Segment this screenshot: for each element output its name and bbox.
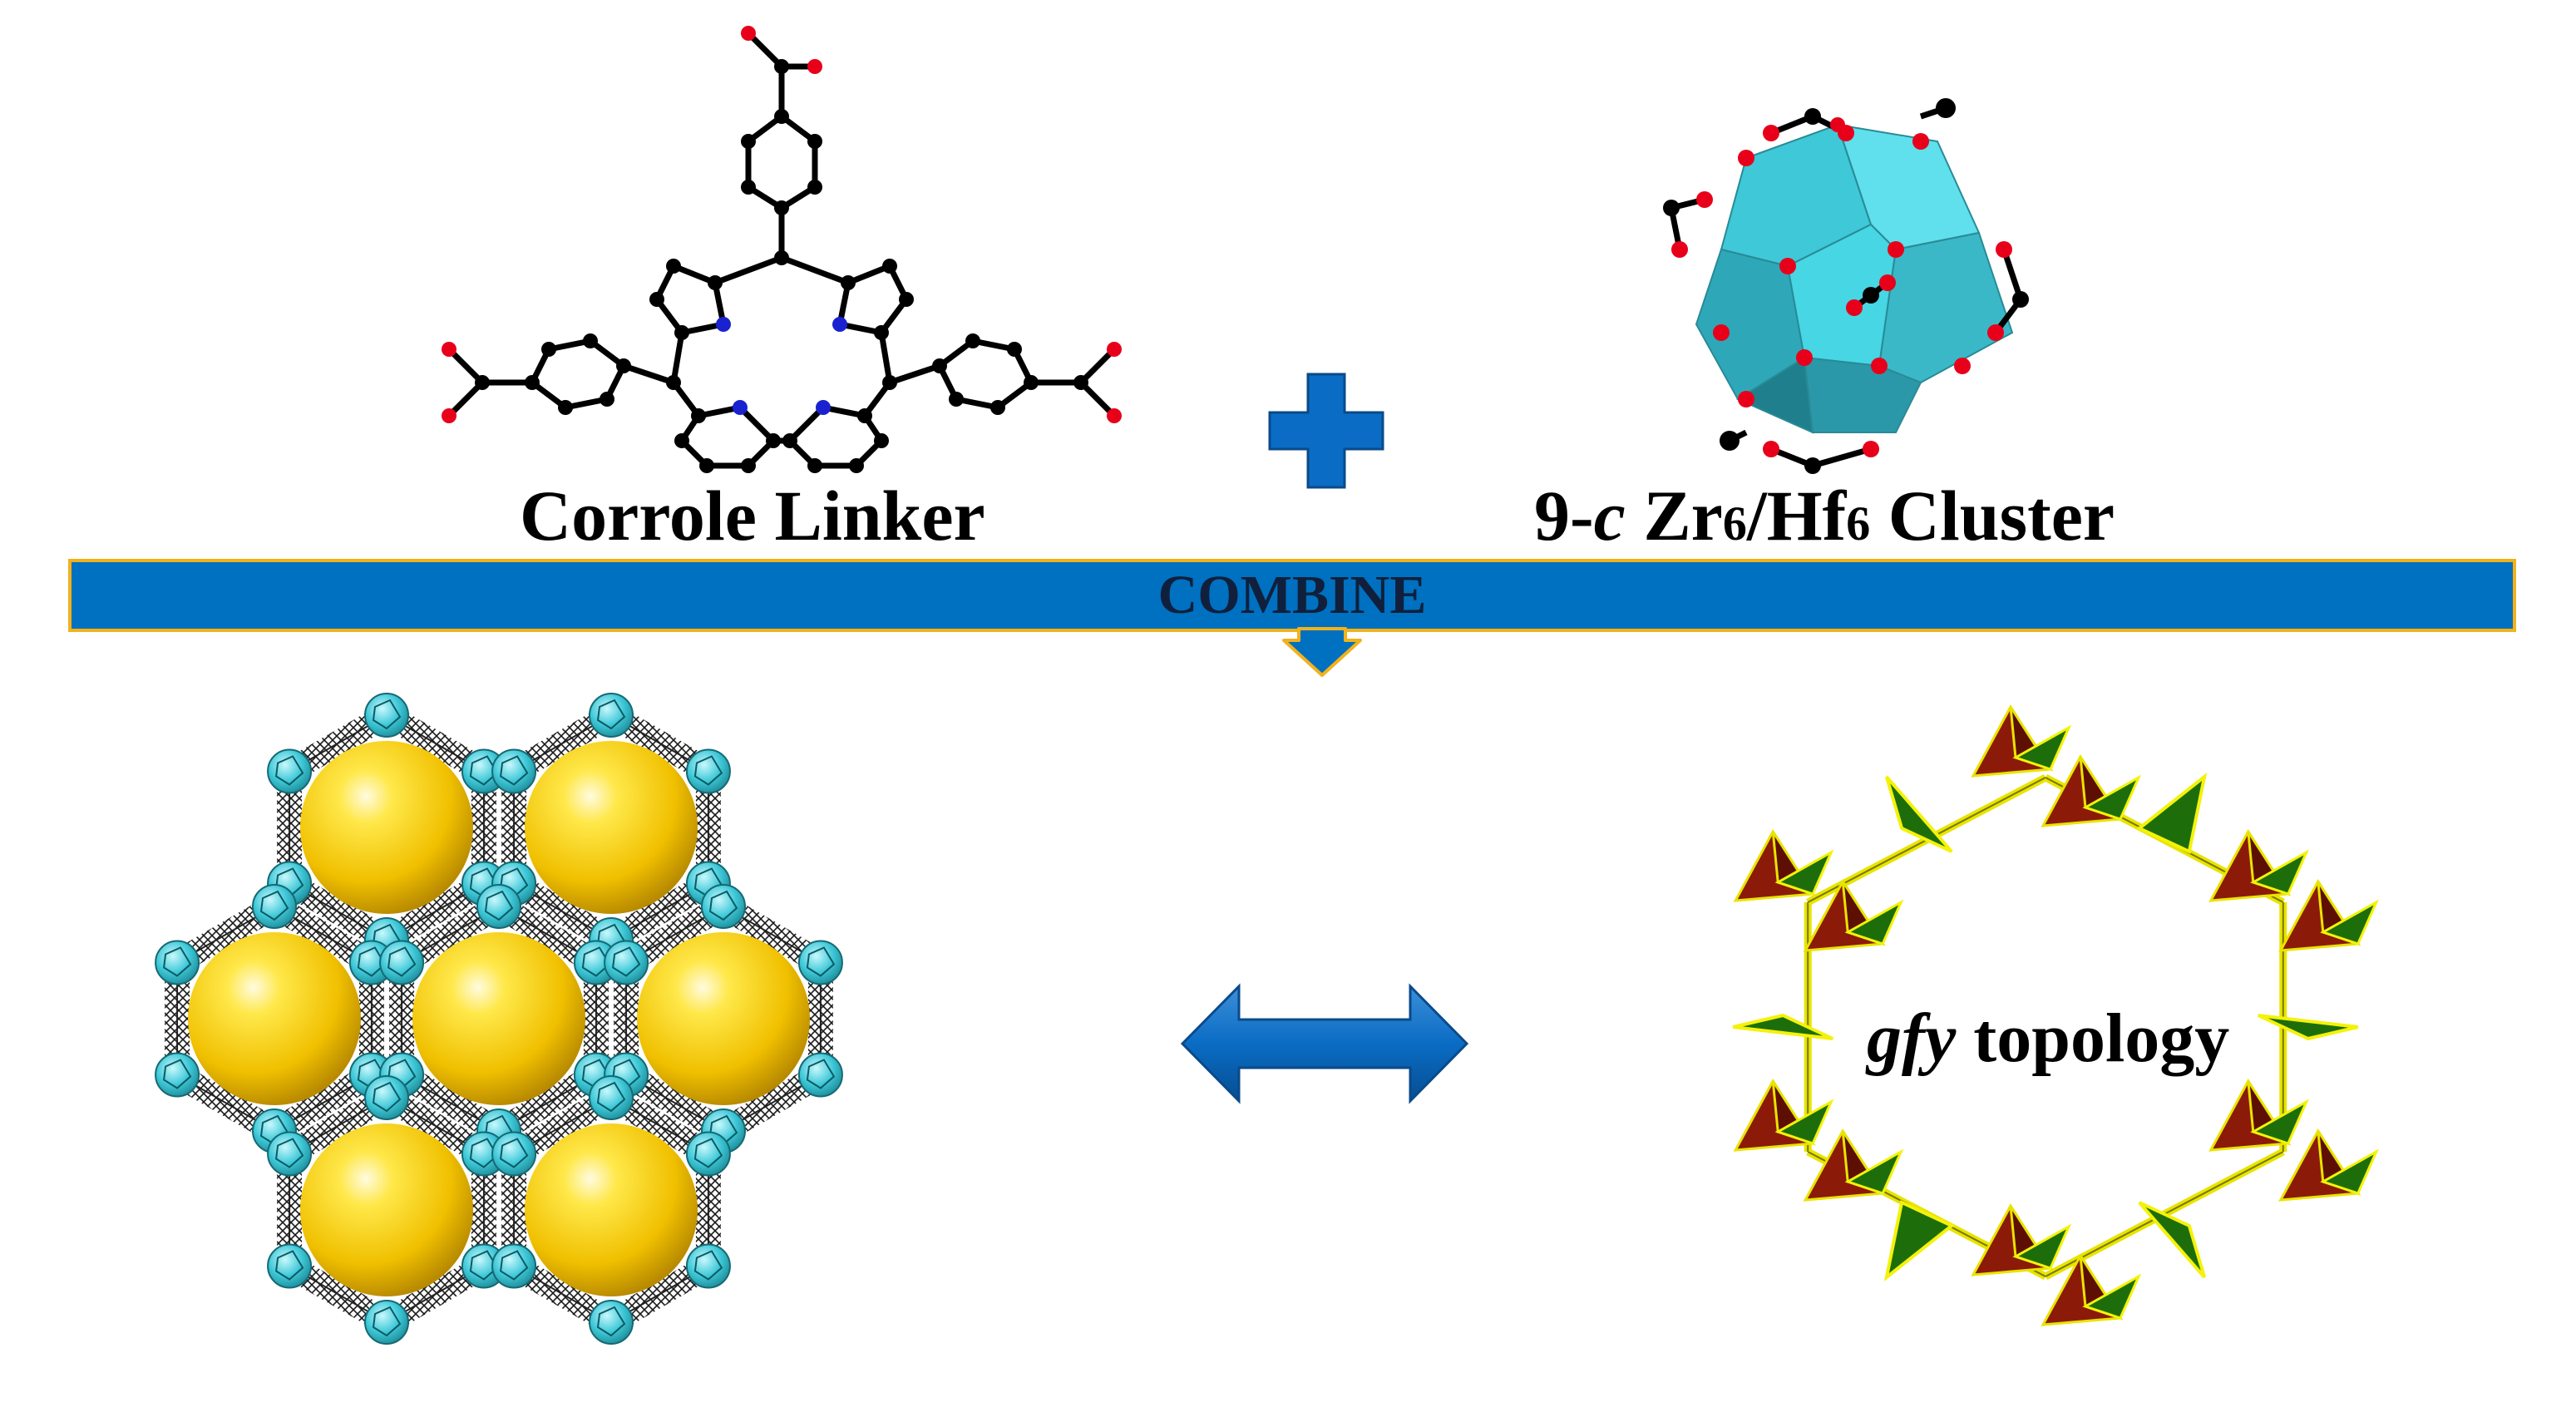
- zr-cluster-node: [685, 1131, 731, 1177]
- cluster-caption-hf: /Hf: [1746, 476, 1847, 555]
- cluster-facet: [275, 755, 304, 786]
- pore-sphere: [525, 741, 698, 914]
- cluster-facet: [806, 946, 836, 977]
- green-face: [2250, 1099, 2309, 1145]
- zr-cluster-node: [476, 884, 521, 929]
- zr-cluster-node: [267, 748, 313, 794]
- double-arrow-icon: [1180, 983, 1469, 1104]
- green-face: [2250, 849, 2309, 896]
- zr-cluster-node: [685, 1243, 731, 1289]
- pore-sphere: [525, 1123, 698, 1296]
- cluster-caption-sub2: 6: [1846, 496, 1871, 551]
- zr-cluster-node: [364, 693, 409, 738]
- cluster-facet: [693, 1250, 723, 1281]
- zr-cluster-node: [252, 884, 297, 929]
- topology-label-italic: gfy: [1867, 1000, 1957, 1077]
- zr-cluster-node: [267, 1243, 313, 1289]
- green-face: [1774, 849, 1834, 896]
- combine-label: COMBINE: [1157, 565, 1427, 625]
- green-triangle: [2257, 1014, 2359, 1041]
- cluster-facet: [596, 699, 626, 730]
- cluster-facet: [693, 755, 723, 786]
- cluster-caption-prefix: 9-: [1534, 476, 1594, 555]
- green-triangle: [1732, 1013, 1834, 1040]
- cluster-facet: [500, 1250, 529, 1281]
- cluster-facet: [581, 946, 611, 977]
- green-face: [2320, 899, 2379, 946]
- cluster-facet: [372, 699, 402, 730]
- mof-framework-structure: [155, 693, 843, 1345]
- zr-cluster-node: [379, 940, 425, 985]
- cluster-facet: [708, 890, 738, 921]
- green-face: [1844, 1148, 1904, 1195]
- green-triangle: [2138, 1201, 2207, 1279]
- cluster-facet: [372, 1081, 402, 1113]
- cluster-facet: [693, 1138, 723, 1168]
- cluster-caption-sub1: 6: [1722, 496, 1747, 551]
- zr-cluster-node: [701, 884, 746, 929]
- cluster-facet: [612, 946, 641, 977]
- cluster-caption-end: Cluster: [1870, 476, 2115, 555]
- cluster-facet: [275, 1250, 304, 1281]
- cluster-caption-italic: c: [1593, 476, 1626, 555]
- zr-cluster-node: [364, 1075, 409, 1120]
- green-face: [2082, 1273, 2142, 1320]
- zr-cluster-node: [491, 1131, 537, 1177]
- zr6-cluster-structure: [1663, 98, 2029, 474]
- cluster-facet: [357, 946, 387, 977]
- cluster-facet: [259, 890, 289, 921]
- zr-cluster-node: [155, 940, 200, 985]
- cluster-facet: [372, 1306, 402, 1337]
- zr-cluster-node: [364, 1300, 409, 1345]
- green-face: [1774, 1099, 1834, 1145]
- green-face: [1844, 899, 1904, 946]
- cluster-facet: [387, 946, 417, 977]
- zr-cluster-node: [797, 940, 843, 985]
- cluster-caption: 9-c Zr6/Hf6 Cluster: [1534, 474, 2115, 557]
- pore-sphere: [300, 1123, 473, 1296]
- topology-label: gfy topology: [1867, 998, 2229, 1079]
- cluster-facet: [469, 1138, 499, 1168]
- green-triangle: [2136, 773, 2208, 854]
- cluster-facet: [484, 890, 514, 921]
- green-face: [2320, 1148, 2379, 1195]
- green-face: [2012, 724, 2072, 771]
- corrole-linker-structure: [442, 26, 1122, 473]
- pore-sphere: [637, 932, 810, 1105]
- cluster-facet: [806, 1059, 836, 1089]
- zr-cluster-node: [604, 940, 649, 985]
- zr-cluster-node: [491, 748, 537, 794]
- pore-sphere: [300, 741, 473, 914]
- cluster-caption-zr: Zr: [1625, 476, 1723, 555]
- cluster-facet: [163, 946, 192, 977]
- pore-sphere: [412, 932, 585, 1105]
- cluster-facet: [596, 1081, 626, 1113]
- linker-caption: Corrole Linker: [520, 476, 985, 555]
- cluster-facet: [596, 1306, 626, 1337]
- zr-cluster-node: [491, 1243, 537, 1289]
- zr-cluster-node: [589, 1075, 634, 1120]
- green-triangle: [1884, 775, 1953, 853]
- cluster-facet: [500, 1138, 529, 1168]
- cluster-facet: [500, 755, 529, 786]
- green-face: [2082, 774, 2142, 821]
- combine-down-arrow-icon: [1282, 627, 1362, 677]
- plus-icon: [1268, 373, 1384, 489]
- gfy-topology-net: [1732, 704, 2379, 1326]
- green-triangle: [1883, 1200, 1955, 1281]
- cluster-facet: [163, 1059, 192, 1089]
- zr-cluster-node: [797, 1052, 843, 1098]
- zr-cluster-node: [155, 1052, 200, 1098]
- pore-sphere: [188, 932, 361, 1105]
- cluster-facet: [275, 1138, 304, 1168]
- combine-bar: COMBINE: [68, 559, 2516, 632]
- cluster-facet: [469, 1250, 499, 1281]
- zr-cluster-node: [685, 748, 731, 794]
- green-face: [2012, 1223, 2072, 1270]
- cluster-facet: [469, 755, 499, 786]
- zr-cluster-node: [589, 693, 634, 738]
- zr-cluster-node: [267, 1131, 313, 1177]
- zr-cluster-node: [589, 1300, 634, 1345]
- topology-label-text: topology: [1956, 1000, 2230, 1077]
